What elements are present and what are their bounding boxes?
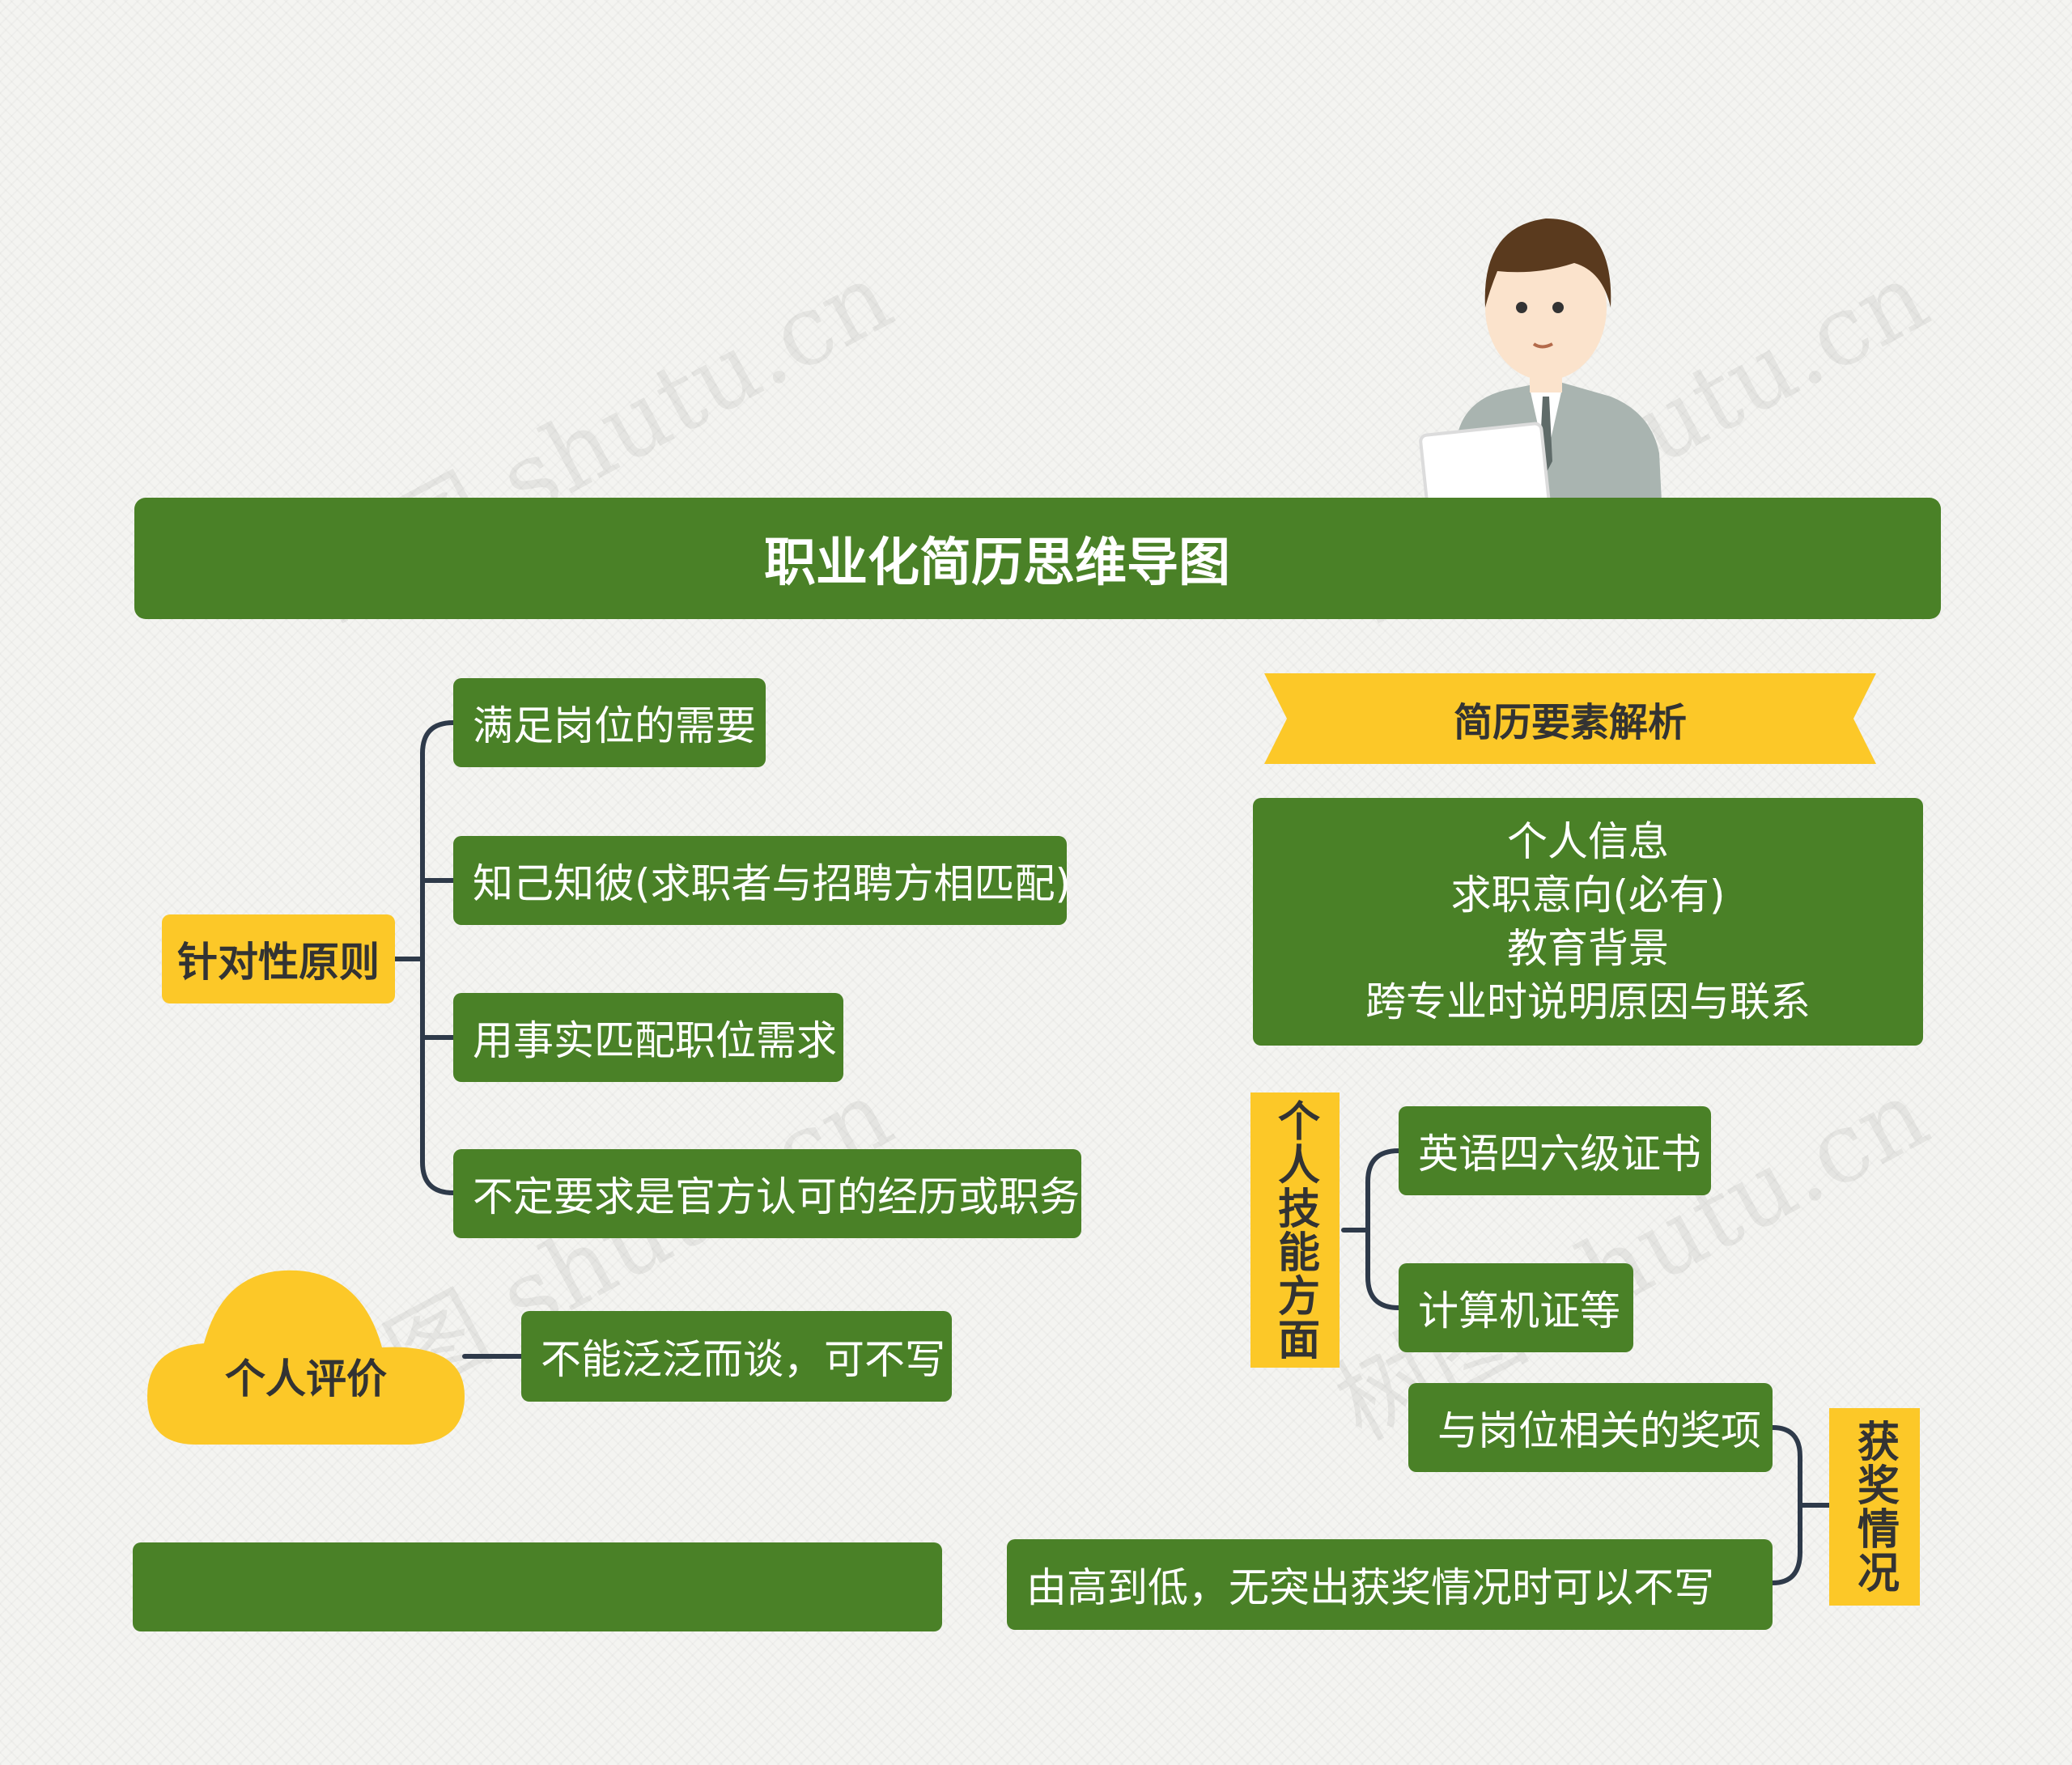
- principle-item: 不定要求是官方认可的经历或职务: [453, 1149, 1081, 1238]
- banner-title: 简历要素解析: [1453, 700, 1687, 745]
- info-line: 求职意向(必有): [1450, 872, 1726, 919]
- evaluation-label: 个人评价: [225, 1356, 387, 1402]
- info-line: 教育背景: [1507, 925, 1669, 972]
- awards-label: 获奖情况: [1829, 1408, 1920, 1606]
- principle-label: 针对性原则: [162, 914, 395, 1003]
- info-line: 跨专业时说明原因与联系: [1365, 978, 1811, 1025]
- evaluation-item: 不能泛泛而谈，可不写: [521, 1311, 952, 1402]
- principle-item: 满足岗位的需要: [453, 678, 766, 767]
- info-block: 个人信息 求职意向(必有) 教育背景 跨专业时说明原因与联系: [1253, 798, 1923, 1046]
- page-title: 职业化简历思维导图: [764, 533, 1230, 593]
- awards-item: 与岗位相关的奖项: [1408, 1383, 1773, 1472]
- awards-item: 由高到低，无突出获奖情况时可以不写: [1007, 1539, 1773, 1630]
- info-line: 个人信息: [1507, 818, 1669, 865]
- skills-label: 个人技能方面: [1250, 1093, 1340, 1368]
- skills-item: 计算机证等: [1399, 1263, 1633, 1352]
- banner-ribbon: [1264, 673, 1876, 764]
- title-bar: 职业化简历思维导图: [134, 498, 1941, 619]
- empty-node: [133, 1542, 942, 1631]
- principle-item: 用事实匹配职位需求: [453, 993, 843, 1082]
- principle-item: 知己知彼(求职者与招聘方相匹配): [453, 836, 1071, 925]
- cloud-shape: [147, 1270, 465, 1445]
- skills-item: 英语四六级证书: [1399, 1106, 1711, 1195]
